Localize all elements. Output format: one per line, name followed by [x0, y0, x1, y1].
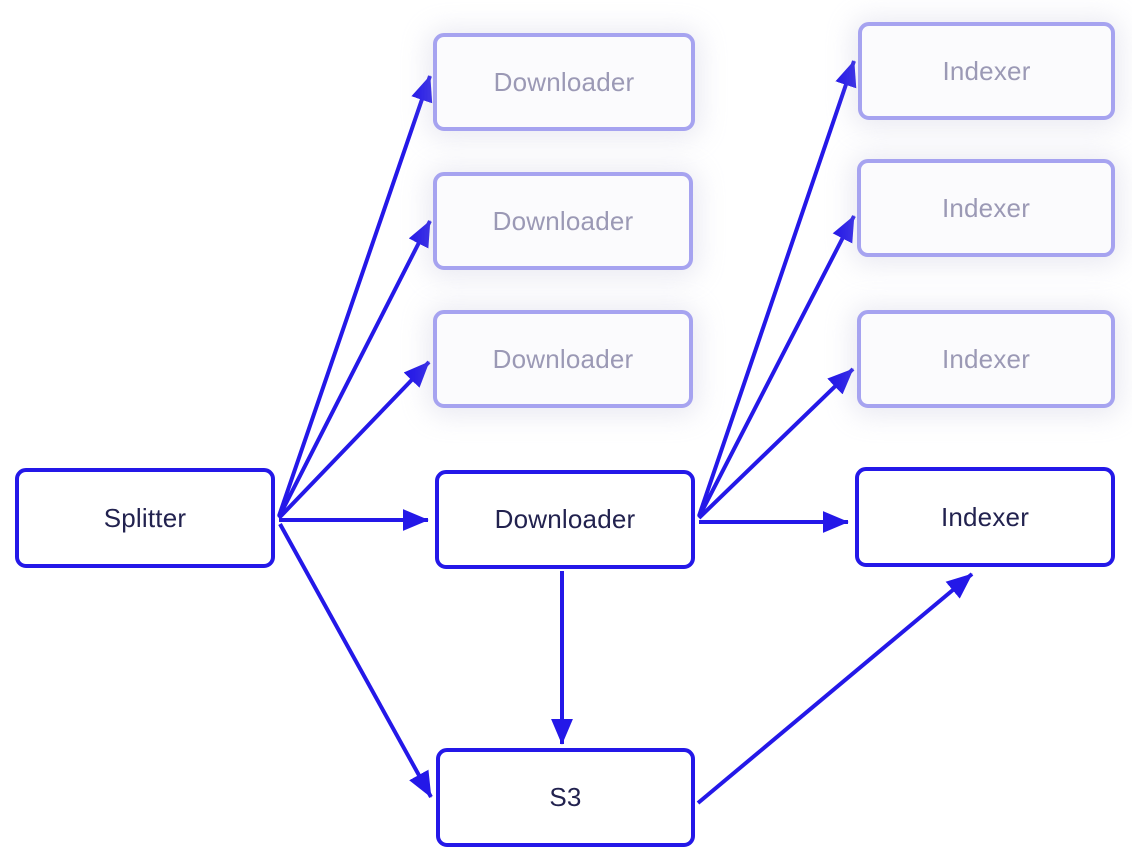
edge-s3-indexer-active: [696, 572, 974, 805]
node-indexer-ghost-3-label: Indexer: [941, 343, 1031, 374]
edge-splitter-s3: [278, 523, 433, 798]
node-downloader-ghost-3-label: Downloader: [492, 343, 634, 374]
node-indexer-active: Indexer: [855, 467, 1115, 567]
node-splitter: Splitter: [15, 468, 275, 568]
node-downloader-ghost-2: Downloader: [433, 172, 693, 270]
edge-splitter-downloader-ghost-3: [277, 360, 431, 520]
node-splitter-label: Splitter: [103, 502, 187, 533]
node-s3-label: S3: [549, 782, 582, 812]
node-indexer-ghost-2: Indexer: [857, 159, 1115, 257]
node-indexer-ghost-3: Indexer: [857, 310, 1115, 408]
node-downloader-active-label: Downloader: [494, 504, 636, 534]
node-indexer-active-label: Indexer: [940, 501, 1030, 532]
edge-downloader-indexer-ghost-2: [697, 215, 856, 518]
node-indexer-ghost-1: Indexer: [858, 22, 1115, 120]
node-indexer-ghost-1-label: Indexer: [942, 55, 1031, 86]
edge-splitter-downloader-ghost-2: [277, 220, 432, 518]
node-downloader-ghost-2-label: Downloader: [492, 205, 634, 236]
node-downloader-ghost-1-label: Downloader: [493, 66, 635, 97]
edge-downloader-indexer-ghost-3: [697, 367, 855, 520]
node-s3: S3: [436, 748, 695, 847]
node-downloader-active: Downloader: [435, 470, 695, 569]
node-downloader-ghost-1: Downloader: [433, 33, 695, 131]
node-downloader-ghost-3: Downloader: [433, 310, 693, 408]
node-indexer-ghost-2-label: Indexer: [941, 192, 1031, 223]
edge-splitter-downloader-ghost-1: [277, 75, 433, 517]
edge-downloader-indexer-ghost-1: [697, 60, 857, 517]
